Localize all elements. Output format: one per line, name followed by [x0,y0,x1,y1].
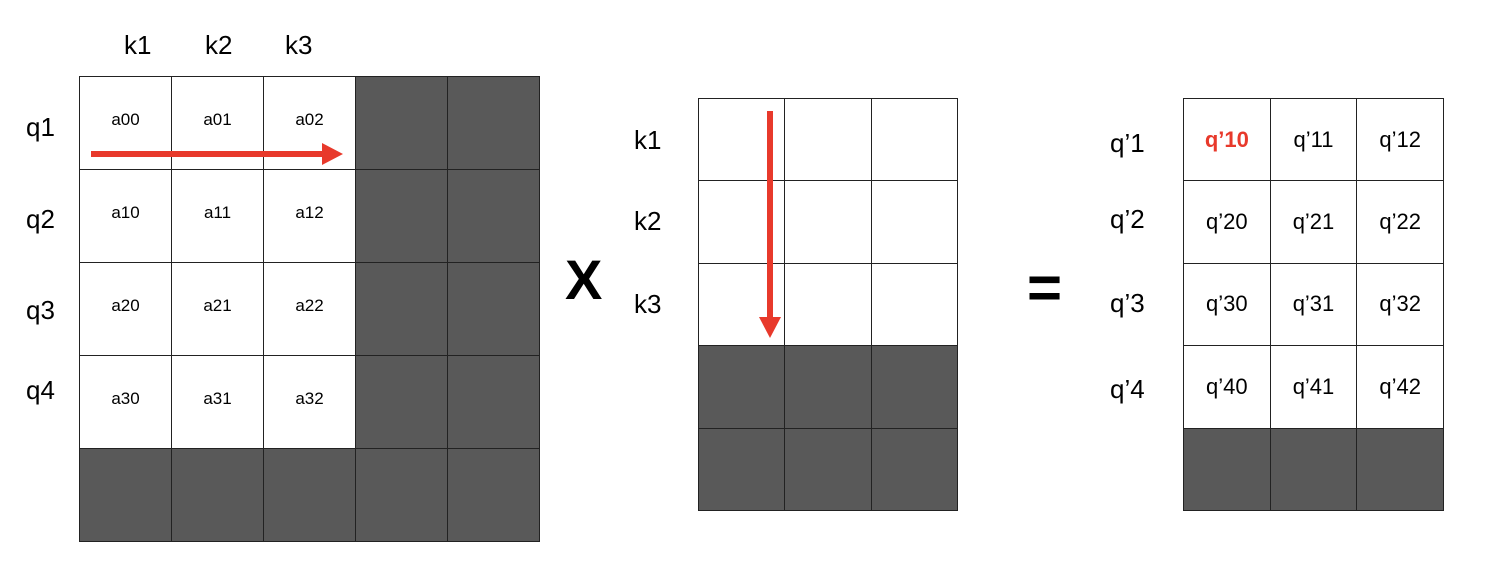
output-cell: q’11 [1270,99,1358,182]
masked-cell [264,449,356,542]
output-cell: q’32 [1357,263,1444,347]
masked-cell [356,77,448,170]
masked-cell [699,346,786,429]
masked-cell [448,449,540,542]
masked-cell [699,428,786,511]
matrix-a-cell: a32 [264,356,356,449]
attention-matrix: a00 a01 a02 a10 a11 a12 a20 a21 a22 a30 … [79,76,540,542]
output-cell: q’12 [1357,99,1444,182]
masked-cell [1357,428,1444,511]
matrix-b-cell [785,99,872,182]
matrix-a-col-label-k1: k1 [124,30,152,60]
masked-cell [172,449,264,542]
masked-cell [448,170,540,263]
masked-cell [80,449,172,542]
matrix-a-cell: a21 [172,263,264,356]
matrix-a-row-label-q3: q3 [26,295,55,325]
output-cell: q’42 [1357,346,1444,429]
matrix-a-row-label-q1: q1 [26,112,55,142]
matrix-a-row-label-q4: q4 [26,375,55,405]
output-cell-highlighted: q’10 [1184,99,1271,182]
matrix-a-col-label-k3: k3 [285,30,313,60]
matrix-c-row-label-q2: q’2 [1110,204,1145,234]
matrix-b-cell [785,263,872,347]
masked-cell [785,428,872,511]
masked-cell [356,449,448,542]
output-cell: q’31 [1270,263,1358,347]
masked-cell [785,346,872,429]
output-cell: q’20 [1184,181,1271,264]
matrix-b-cell [871,181,958,264]
masked-cell [356,356,448,449]
masked-cell [356,170,448,263]
output-matrix: q’10 q’11 q’12 q’20 q’21 q’22 q’30 q’31 … [1183,98,1444,511]
matrix-a-cell: a30 [80,356,172,449]
masked-cell [448,263,540,356]
equals-operator: = [1027,254,1063,321]
multiply-operator: X [565,248,603,311]
matrix-b-cell [871,263,958,347]
matrix-a-row-label-q2: q2 [26,204,55,234]
matrix-c-row-label-q1: q’1 [1110,128,1145,158]
column-direction-arrow [759,111,781,338]
masked-cell [1184,428,1271,511]
output-cell: q’21 [1270,181,1358,264]
matrix-a-cell: a31 [172,356,264,449]
masked-cell [1270,428,1358,511]
output-cell: q’30 [1184,263,1271,347]
matrix-c-row-label-q3: q’3 [1110,288,1145,318]
masked-cell [871,428,958,511]
matrix-b-row-label-k1: k1 [634,125,662,155]
output-cell: q’22 [1357,181,1444,264]
matrix-b-row-label-k2: k2 [634,206,662,236]
row-direction-arrow [91,143,343,165]
masked-cell [448,77,540,170]
matrix-a-cell: a22 [264,263,356,356]
matrix-a-col-label-k2: k2 [205,30,233,60]
output-cell: q’41 [1270,346,1358,429]
matrix-a-cell: a10 [80,170,172,263]
matrix-a-cell: a12 [264,170,356,263]
matrix-c-row-label-q4: q’4 [1110,374,1145,404]
masked-cell [448,356,540,449]
masked-cell [871,346,958,429]
matrix-b-cell [871,99,958,182]
matrix-a-cell: a11 [172,170,264,263]
output-cell: q’40 [1184,346,1271,429]
masked-cell [356,263,448,356]
matrix-a-cell: a20 [80,263,172,356]
matrix-b-row-label-k3: k3 [634,289,662,319]
matrix-b-cell [785,181,872,264]
